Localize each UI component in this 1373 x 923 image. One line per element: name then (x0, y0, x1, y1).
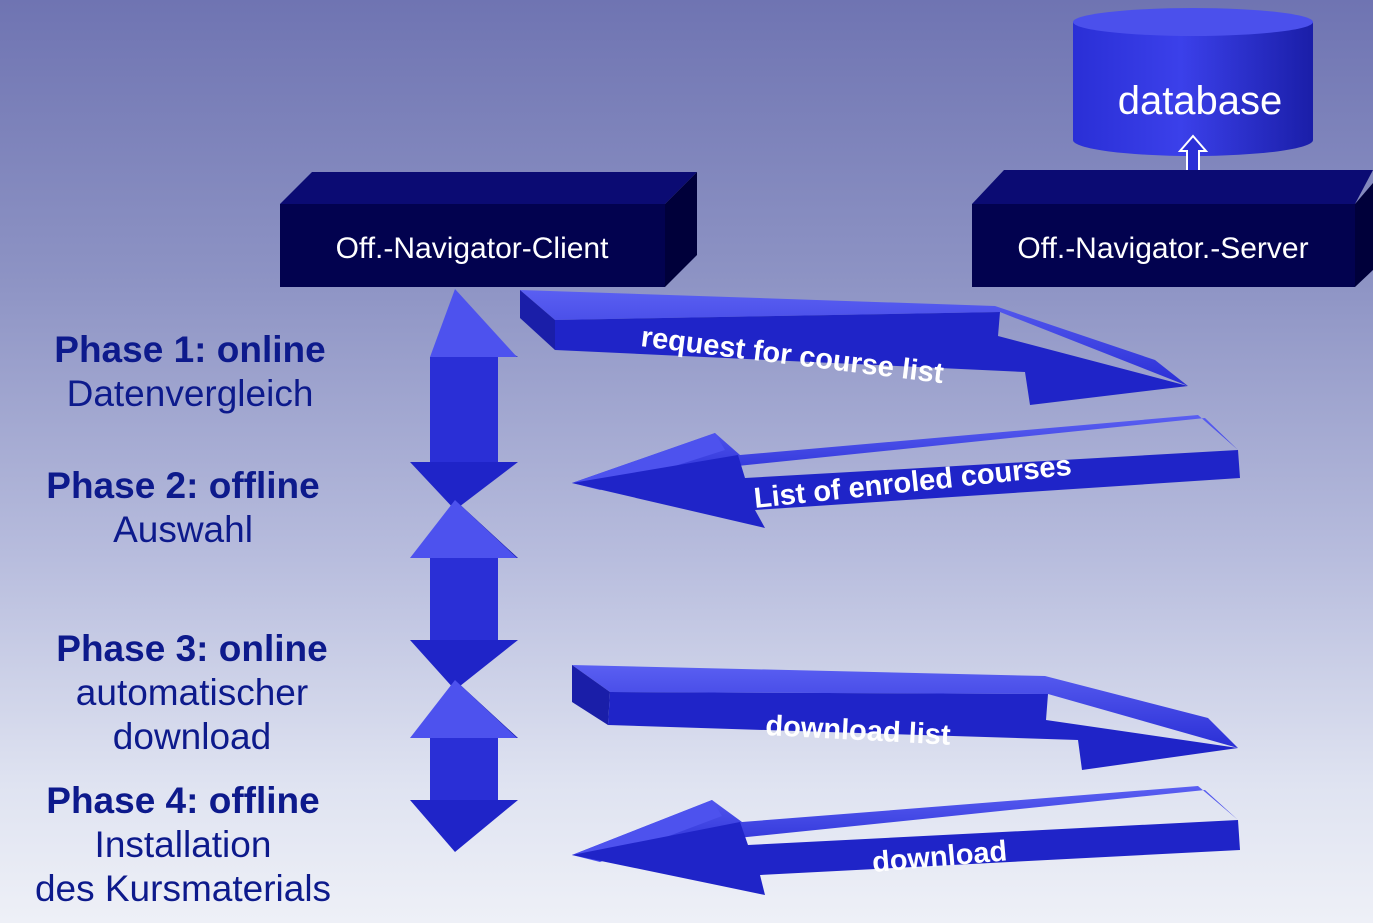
phase-2-text: Phase 2: offline Auswahl (13, 464, 353, 552)
client-box: Off.-Navigator-Client (280, 172, 697, 287)
phase-2-title: Phase 2: offline (46, 465, 320, 506)
message-arrow-download: download (572, 786, 1240, 895)
server-box: Off.-Navigator.-Server (972, 170, 1373, 287)
server-label: Off.-Navigator.-Server (1017, 232, 1308, 265)
phase-4-title: Phase 4: offline (46, 780, 320, 821)
message-arrow-download-list: download list (572, 665, 1238, 770)
phase-1-desc: Datenvergleich (66, 373, 314, 414)
database-label: database (1118, 79, 1283, 123)
phase-3-title: Phase 3: online (56, 628, 328, 669)
phase-3-desc-line2: download (112, 716, 272, 757)
phase-4-text: Phase 4: offline Installation des Kursma… (13, 779, 353, 911)
phase-3-text: Phase 3: online automatischer download (22, 627, 362, 759)
phase-2-vertical-arrow (410, 500, 518, 690)
database-cylinder: database (1073, 8, 1313, 156)
phase-2-desc: Auswahl (113, 509, 253, 550)
phase-4-desc-line1: Installation (94, 824, 272, 865)
message-arrow-enroled: List of enroled courses (572, 415, 1240, 528)
phase-1-title: Phase 1: online (54, 329, 326, 370)
message-arrow-request: request for course list (520, 290, 1188, 405)
phase-3-4-vertical-arrow (410, 680, 518, 852)
phase-1-text: Phase 1: online Datenvergleich (20, 328, 360, 416)
client-label: Off.-Navigator-Client (336, 232, 610, 265)
message-label-enroled: List of enroled courses (752, 450, 1073, 515)
phase-1-vertical-arrow (410, 289, 518, 510)
phase-3-desc-line1: automatischer (75, 672, 309, 713)
phase-4-desc-line2: des Kursmaterials (34, 868, 332, 909)
